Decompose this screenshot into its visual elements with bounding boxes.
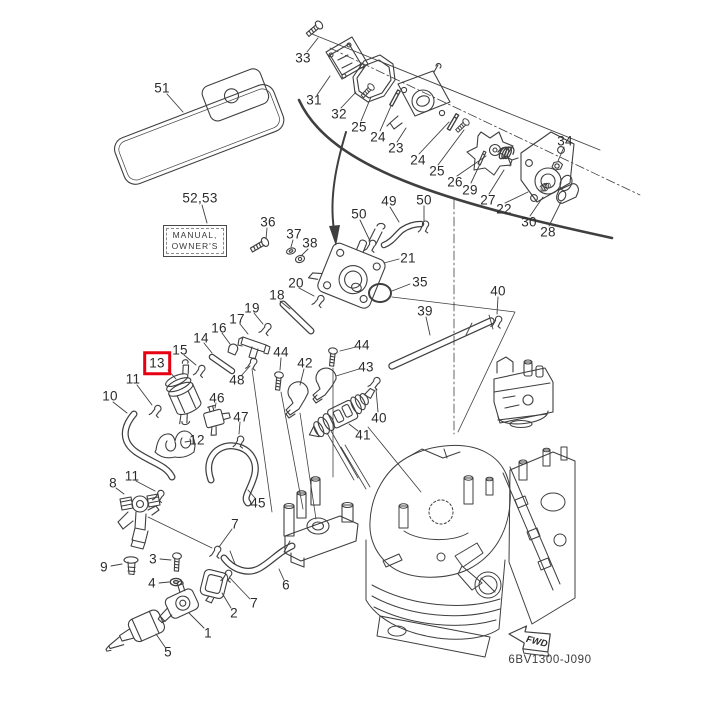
clamp-43 bbox=[312, 367, 337, 404]
plug-5 bbox=[105, 609, 166, 652]
bolt-3 bbox=[170, 551, 183, 572]
pin-24a bbox=[389, 89, 401, 107]
pump-bracket bbox=[283, 476, 359, 568]
fwd-arrow-label: FWD bbox=[525, 634, 549, 650]
cover-31 bbox=[325, 36, 369, 80]
fuel-joint-41 bbox=[308, 387, 376, 438]
nut-38 bbox=[294, 254, 306, 264]
manual-box-line2: OWNER'S bbox=[171, 240, 219, 251]
carburetor bbox=[493, 356, 554, 429]
nut-34 bbox=[551, 160, 564, 171]
projection-lines bbox=[147, 199, 516, 549]
pump-inlet-fitting bbox=[368, 222, 386, 245]
o-ring-35 bbox=[368, 283, 392, 303]
manual-owners-box: MANUAL, OWNER'S bbox=[163, 225, 227, 257]
valve-46 bbox=[203, 404, 231, 436]
engine-block bbox=[365, 444, 576, 658]
clamp-42 bbox=[285, 381, 309, 419]
top-assembly-group bbox=[297, 19, 641, 246]
bolt-36 bbox=[248, 235, 271, 255]
hoses bbox=[125, 224, 493, 571]
plate-code: 6BV1300-J090 bbox=[508, 654, 592, 666]
grommet-12 bbox=[154, 430, 196, 459]
manual-box-line1: MANUAL, bbox=[172, 230, 218, 241]
t-joint-17 bbox=[237, 336, 271, 360]
clamp-16 bbox=[227, 343, 239, 356]
leader-lines bbox=[110, 37, 565, 648]
bolt-44a bbox=[272, 370, 285, 392]
clips bbox=[148, 220, 503, 583]
fuel-pump-21 bbox=[307, 222, 386, 309]
bolt-44b bbox=[326, 346, 339, 368]
screw-9 bbox=[123, 556, 139, 576]
pin-29 bbox=[477, 150, 487, 166]
bracket-2 bbox=[199, 568, 229, 604]
fuel-cock-8 bbox=[117, 493, 161, 550]
assembly-arrow bbox=[331, 131, 347, 231]
group-boundary-swoosh bbox=[297, 98, 614, 240]
pump-body-23 bbox=[386, 62, 451, 130]
washer-37 bbox=[285, 246, 297, 256]
pump-body-22 bbox=[520, 131, 575, 203]
fuel-filter-13 bbox=[165, 359, 202, 426]
fwd-arrow: FWD bbox=[508, 625, 551, 657]
fuel-joint-1 bbox=[157, 580, 200, 624]
cap-28 bbox=[556, 183, 579, 204]
manual-pouch-51 bbox=[113, 68, 285, 185]
